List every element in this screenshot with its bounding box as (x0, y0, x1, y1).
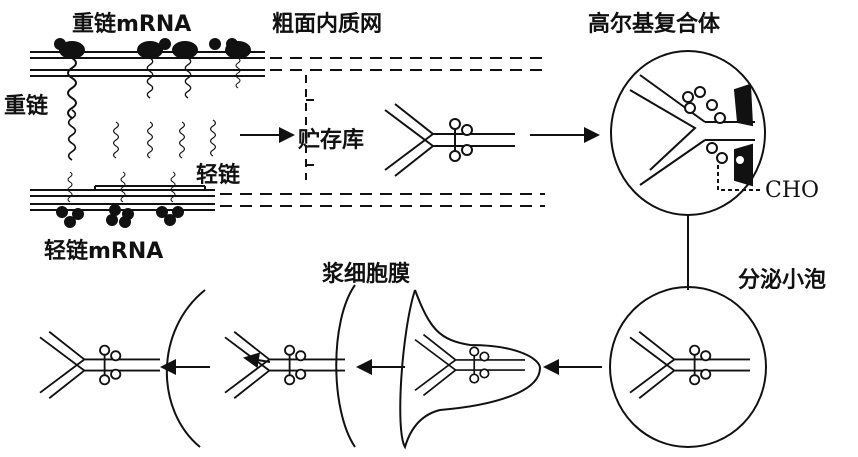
label-secretory-vesicle: 分泌小泡 (738, 268, 827, 293)
rough-er-lower (30, 171, 545, 228)
label-heavy-chain-mrna: 重链mRNA (72, 12, 192, 37)
label-heavy-chain: 重链 (4, 94, 49, 119)
plasma-membrane-curve (335, 284, 356, 448)
label-plasma-membrane: 浆细胞膜 (322, 262, 411, 287)
rough-er-upper (30, 38, 545, 119)
ribosomes-lower (56, 204, 184, 228)
free-chains (67, 109, 217, 161)
antibody-secreted (39, 330, 161, 400)
label-golgi: 高尔基复合体 (588, 12, 721, 37)
antibody-secreting (224, 330, 346, 400)
label-light-chain: 轻链 (196, 163, 241, 188)
secretory-vesicle (609, 286, 767, 448)
label-cho: CHO (765, 178, 820, 203)
golgi-complex (610, 50, 766, 216)
outer-membrane-curve (165, 289, 206, 448)
er-dashed-connector (305, 75, 320, 180)
label-rough-er: 粗面内质网 (272, 12, 383, 37)
antibody-storage (384, 103, 516, 177)
ribosomes-upper (54, 38, 251, 59)
fusing-vesicle (399, 289, 542, 450)
label-storage-pool: 贮存库 (298, 128, 365, 153)
label-light-chain-mrna: 轻链mRNA (44, 239, 164, 264)
